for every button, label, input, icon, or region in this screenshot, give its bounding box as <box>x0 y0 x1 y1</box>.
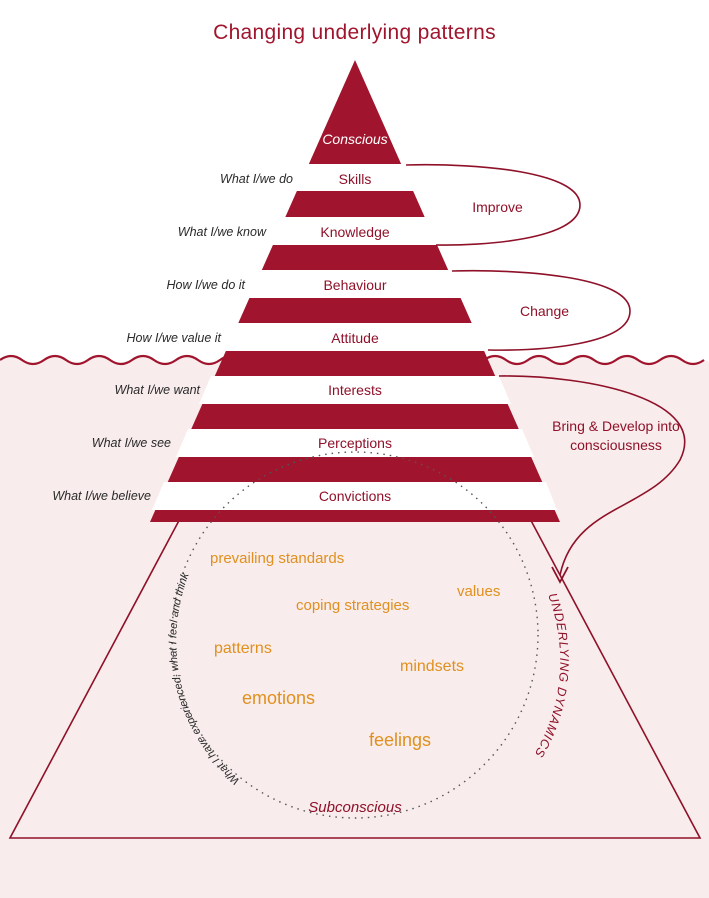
improve-loop <box>405 163 581 246</box>
band-behaviour <box>246 270 464 298</box>
base-label-subconscious: Subconscious <box>308 799 402 816</box>
change-label: Change <box>519 303 570 319</box>
band-label-convictions: Convictions <box>318 488 392 504</box>
develop-label-line2: consciousness <box>570 437 662 453</box>
keyword-emotions: emotions <box>242 688 316 708</box>
keyword-mindsets: mindsets <box>400 658 465 675</box>
band-skills <box>293 164 418 191</box>
left-label-want: What I/we want <box>114 383 200 397</box>
band-label-attitude: Attitude <box>331 330 379 346</box>
water-line <box>0 354 705 366</box>
change-loop <box>451 269 631 351</box>
band-attitude <box>223 323 488 351</box>
improve-label: Improve <box>472 199 523 215</box>
keyword-patterns: patterns <box>214 640 272 657</box>
develop-arrow <box>498 375 686 576</box>
band-label-knowledge: Knowledge <box>320 224 390 240</box>
develop-label-line1: Bring & Develop into <box>552 418 680 434</box>
band-convictions <box>152 482 557 510</box>
keyword-feelings: feelings <box>369 730 432 750</box>
band-label-perceptions: Perceptions <box>318 435 392 451</box>
left-label-value: How I/we value it <box>126 331 221 345</box>
band-label-behaviour: Behaviour <box>323 277 387 293</box>
left-label-see: What I/we see <box>91 436 171 450</box>
left-label-do: What I/we do <box>220 172 293 186</box>
dynamics-circle <box>171 451 539 819</box>
arrow-head-icon <box>551 566 569 584</box>
pyramid-bands <box>152 164 557 510</box>
band-label-skills: Skills <box>338 171 372 187</box>
diagram-title: Changing underlying patterns <box>213 21 496 44</box>
left-label-know: What I/we know <box>177 225 266 239</box>
band-perceptions <box>176 429 534 457</box>
band-knowledge <box>270 217 441 245</box>
keyword-values: values <box>457 583 501 600</box>
left-label-believe: What I/we believe <box>52 489 151 503</box>
band-label-interests: Interests <box>328 382 382 398</box>
apex-label: Conscious <box>322 131 388 147</box>
keyword-coping-strategies: coping strategies <box>296 597 410 614</box>
left-label-how-do: How I/we do it <box>166 278 245 292</box>
band-interests <box>199 376 511 404</box>
keyword-prevailing-standards: prevailing standards <box>210 550 345 567</box>
